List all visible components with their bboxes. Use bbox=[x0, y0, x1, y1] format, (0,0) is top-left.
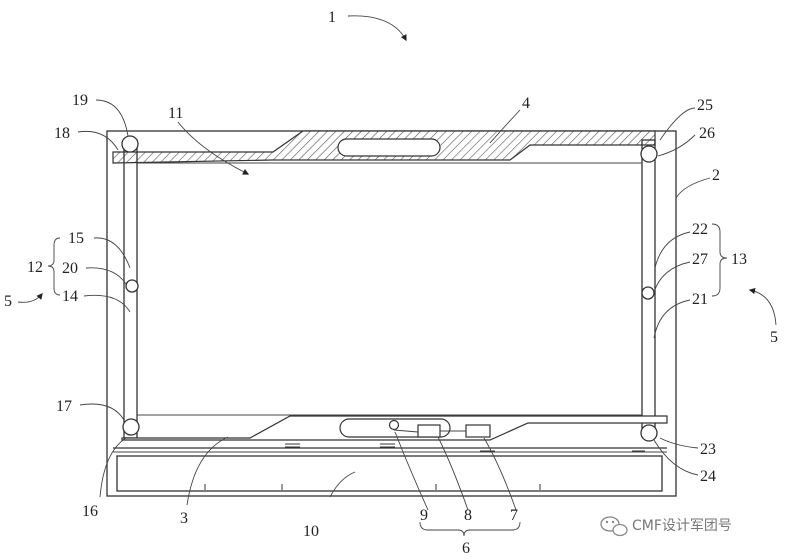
pivot-24 bbox=[640, 424, 658, 442]
label-1: 1 bbox=[328, 9, 336, 26]
label-4: 4 bbox=[522, 95, 530, 112]
label-3: 3 bbox=[180, 510, 188, 527]
label-26: 26 bbox=[699, 125, 715, 142]
top-slot bbox=[337, 138, 441, 157]
label-5-left: 5 bbox=[4, 293, 12, 310]
label-20: 20 bbox=[62, 260, 78, 277]
label-14: 14 bbox=[62, 288, 78, 305]
label-27: 27 bbox=[692, 251, 708, 268]
label-7: 7 bbox=[510, 507, 518, 524]
label-13: 13 bbox=[731, 251, 747, 268]
sensor-9 bbox=[388, 419, 400, 431]
brace-13 bbox=[711, 223, 728, 297]
label-9: 9 bbox=[420, 507, 428, 524]
label-24: 24 bbox=[700, 468, 716, 485]
label-23: 23 bbox=[700, 441, 716, 458]
brace-6 bbox=[419, 521, 521, 537]
arrow-1 bbox=[347, 15, 407, 42]
watermark: CMF设计军团号 bbox=[600, 516, 732, 537]
label-8: 8 bbox=[464, 507, 472, 524]
label-17: 17 bbox=[56, 398, 72, 415]
label-2: 2 bbox=[712, 167, 720, 184]
label-6: 6 bbox=[462, 540, 470, 557]
label-10: 10 bbox=[303, 523, 319, 540]
label-12: 12 bbox=[27, 259, 43, 276]
component-8 bbox=[417, 424, 441, 438]
label-16: 16 bbox=[82, 503, 98, 520]
arrow-5-left bbox=[17, 293, 43, 303]
watermark-text: CMF设计军团号 bbox=[632, 518, 732, 534]
label-21: 21 bbox=[692, 291, 708, 308]
outer-housing bbox=[106, 130, 677, 497]
pivot-27 bbox=[641, 286, 655, 300]
wechat-icon bbox=[600, 516, 628, 537]
arrow-5-right bbox=[748, 287, 777, 326]
right-rail bbox=[641, 139, 656, 433]
label-19: 19 bbox=[72, 92, 88, 109]
label-15: 15 bbox=[68, 230, 84, 247]
pivot-26 bbox=[640, 145, 658, 163]
arrow-11 bbox=[177, 121, 250, 175]
pivot-20 bbox=[125, 279, 139, 293]
brace-12 bbox=[47, 237, 61, 296]
label-25: 25 bbox=[697, 97, 713, 114]
label-22: 22 bbox=[692, 221, 708, 238]
component-7 bbox=[465, 424, 491, 438]
label-5-right: 5 bbox=[770, 329, 778, 346]
pivot-17 bbox=[122, 418, 140, 436]
base-plate-10 bbox=[116, 455, 663, 492]
pivot-19 bbox=[121, 135, 139, 153]
label-18: 18 bbox=[54, 125, 70, 142]
label-11: 11 bbox=[168, 105, 183, 122]
